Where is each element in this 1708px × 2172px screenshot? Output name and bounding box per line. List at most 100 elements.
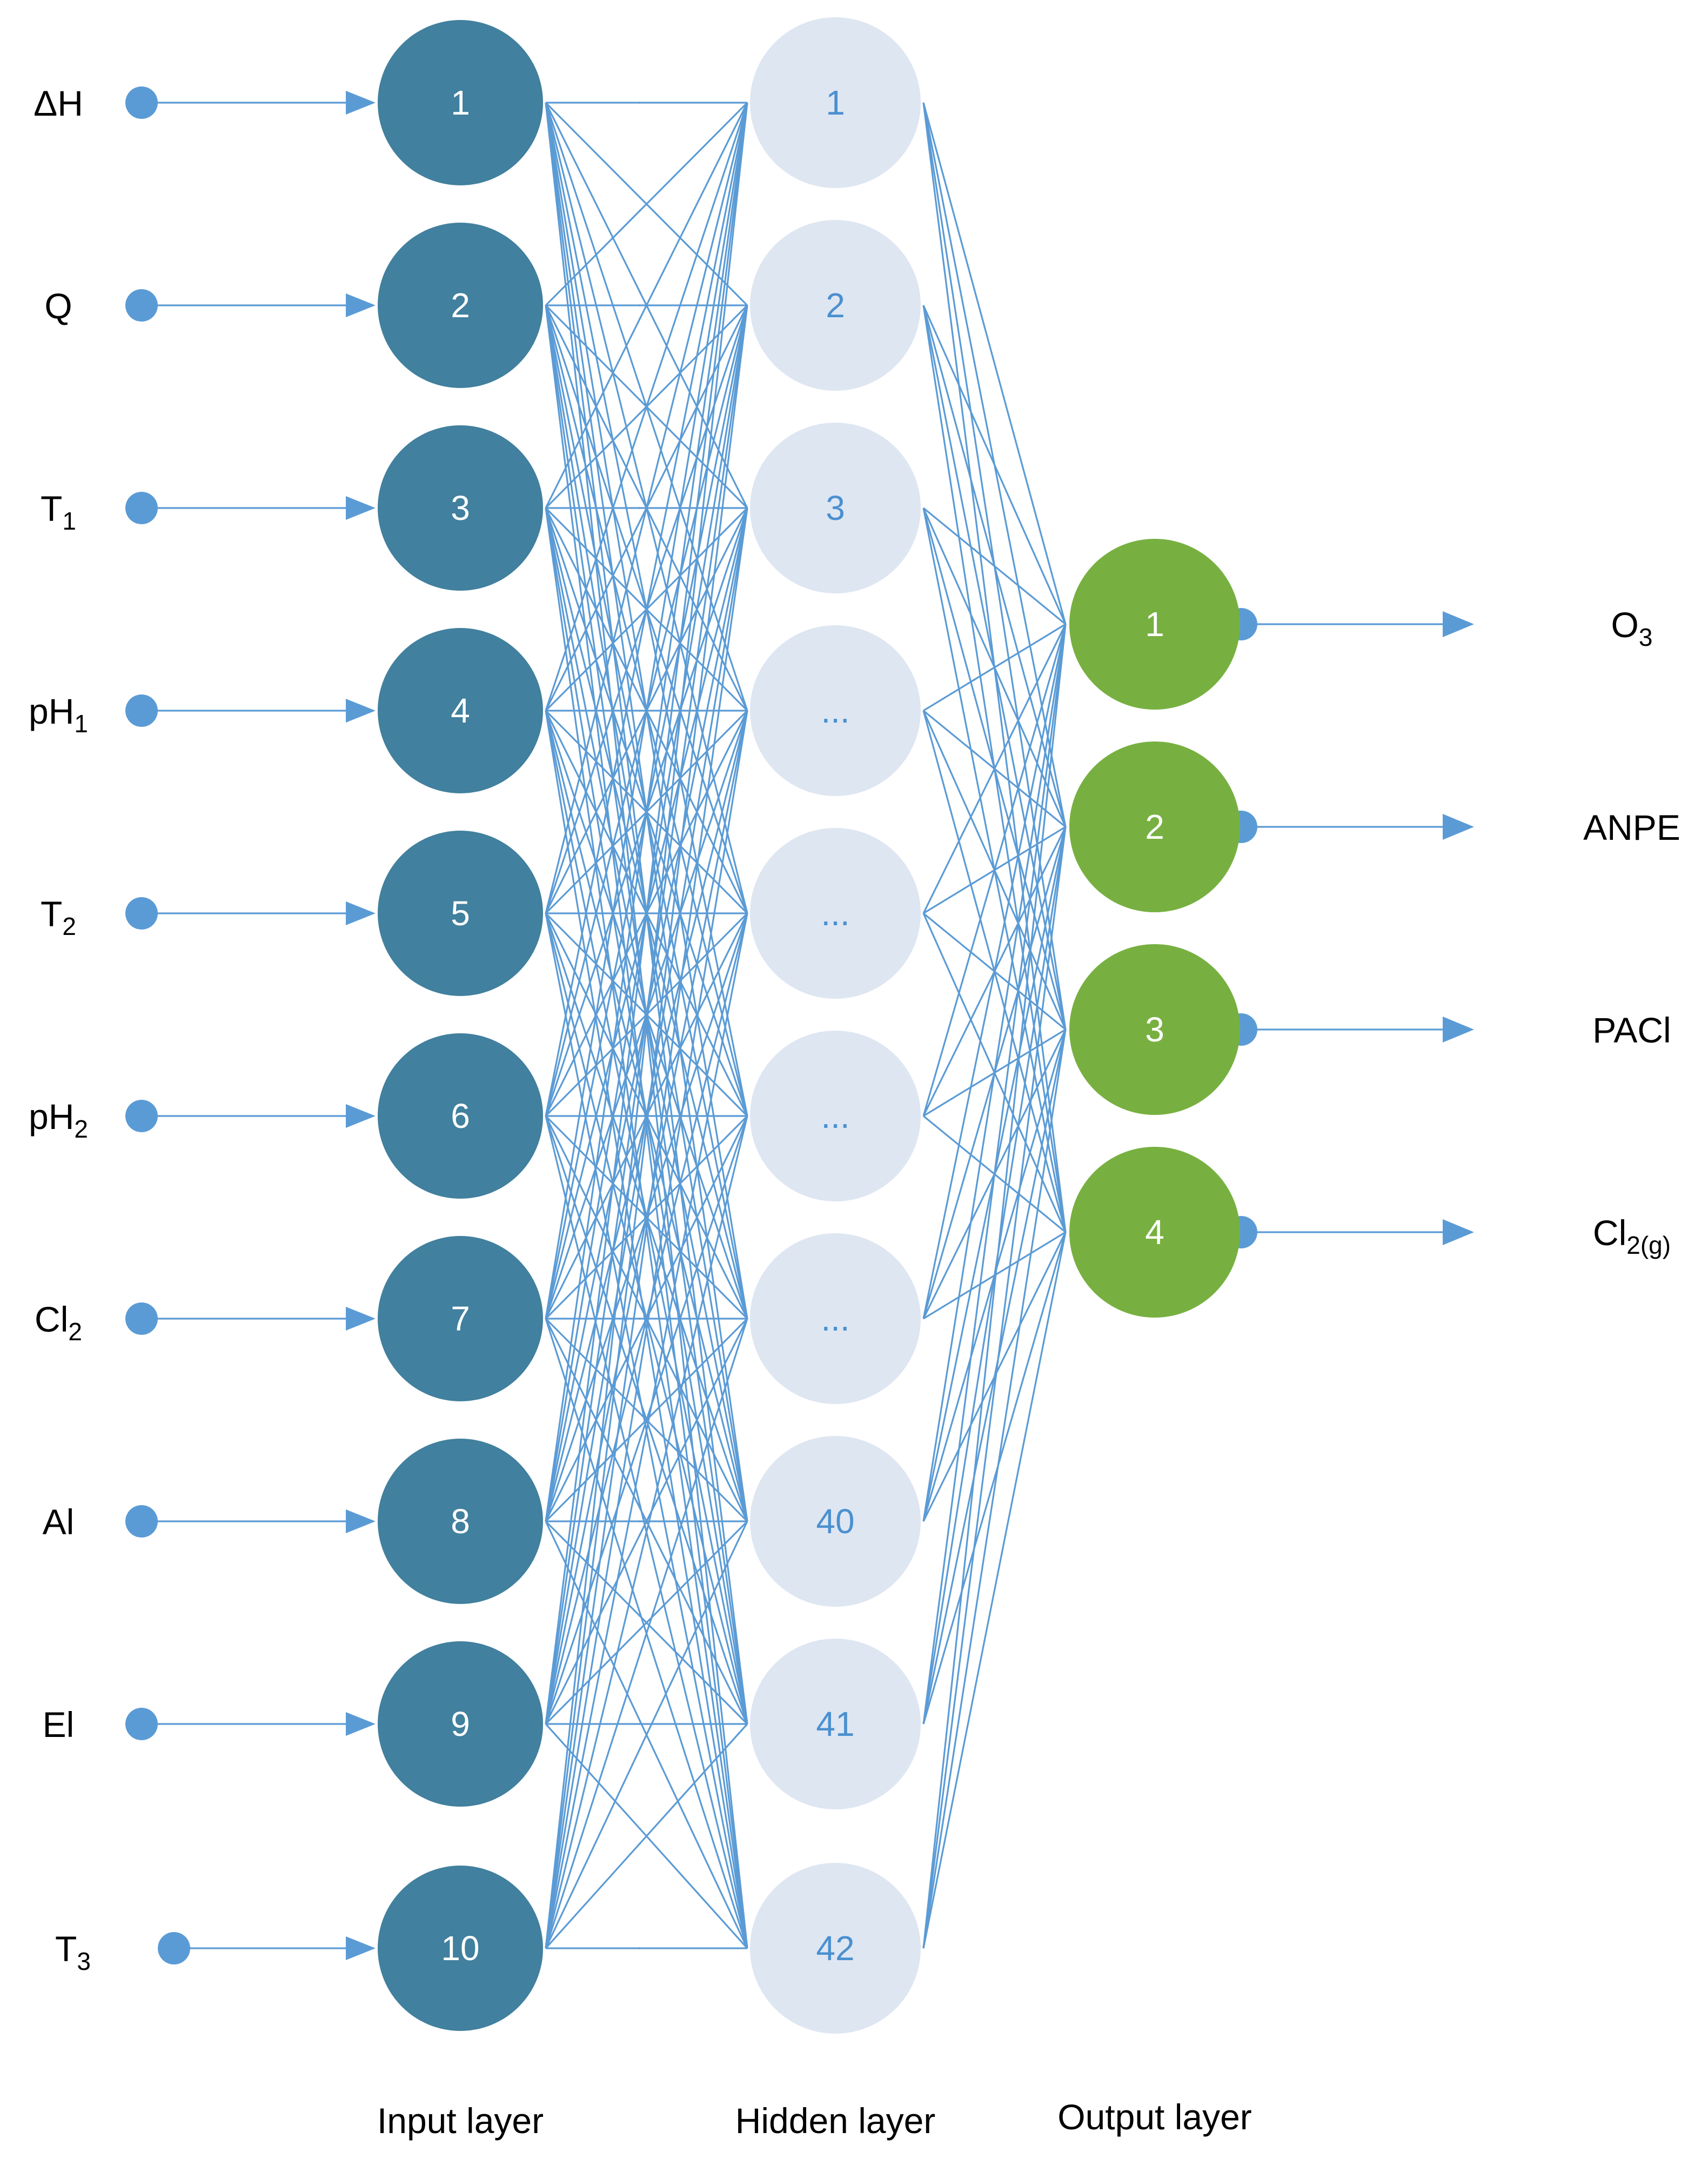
edge-input-5-hidden-7 bbox=[545, 913, 748, 1319]
edge-input-8-hidden-5 bbox=[545, 913, 748, 1522]
edge-input-10-hidden-3 bbox=[545, 507, 748, 1949]
edge-input-4-hidden-2 bbox=[545, 305, 748, 711]
input-arrow-10 bbox=[346, 1936, 376, 1960]
input-node-3 bbox=[378, 425, 543, 591]
edge-hidden-2-output-4 bbox=[922, 305, 1067, 1233]
edge-hidden-4-output-1 bbox=[923, 623, 1066, 712]
input-node-label-6: 6 bbox=[451, 1097, 470, 1135]
input-label-3-main: T bbox=[41, 489, 62, 529]
output-node-2 bbox=[1069, 741, 1240, 912]
edge-input-3-hidden-8 bbox=[545, 507, 748, 1522]
edge-input-1-hidden-5 bbox=[545, 102, 748, 914]
edge-hidden-4-output-2 bbox=[922, 710, 1067, 828]
hidden-layer-label: Hidden layer bbox=[735, 2101, 936, 2141]
output-label-4-subscript: 2(g) bbox=[1626, 1231, 1671, 1259]
input-lines bbox=[125, 86, 376, 1964]
input-node-label-1: 1 bbox=[451, 83, 470, 122]
hidden-node-label-3: 3 bbox=[826, 489, 845, 527]
edge-input-2-hidden-1 bbox=[545, 102, 748, 306]
edge-hidden-8-output-4 bbox=[922, 1232, 1067, 1522]
edge-hidden-7-output-4 bbox=[923, 1231, 1066, 1320]
edge-input-10-hidden-9 bbox=[545, 1723, 748, 1949]
edge-input-10-hidden-1 bbox=[545, 102, 748, 1949]
input-terminal-dot-8 bbox=[125, 1505, 158, 1538]
output-layer-label: Output layer bbox=[1057, 2097, 1252, 2137]
hidden-node-label-1: 1 bbox=[826, 83, 845, 122]
edge-input-5-hidden-2 bbox=[545, 305, 748, 914]
input-label-6-main: pH bbox=[29, 1097, 74, 1137]
edge-hidden-7-output-2 bbox=[922, 826, 1067, 1319]
input-node-label-8: 8 bbox=[451, 1502, 470, 1541]
input-arrow-7 bbox=[346, 1307, 376, 1331]
edge-hidden-3-output-3 bbox=[922, 507, 1067, 1030]
hidden-node-label-10: 42 bbox=[816, 1929, 854, 1968]
output-label-1: O3 bbox=[1611, 605, 1653, 651]
edge-input-1-hidden-2 bbox=[545, 102, 748, 306]
edge-input-6-hidden-10 bbox=[545, 1115, 748, 1949]
output-node-4 bbox=[1069, 1147, 1240, 1318]
input-node-1 bbox=[378, 20, 543, 185]
edge-input-8-hidden-9 bbox=[545, 1520, 748, 1725]
edge-hidden-2-output-1 bbox=[922, 305, 1067, 625]
input-label-4: pH1 bbox=[29, 691, 88, 738]
edge-hidden-1-output-1 bbox=[922, 102, 1067, 625]
input-node-7 bbox=[378, 1236, 543, 1401]
input-node-8 bbox=[378, 1439, 543, 1604]
input-terminal-dot-9 bbox=[125, 1708, 158, 1740]
edge-hidden-3-output-1 bbox=[922, 507, 1067, 625]
edge-input-5-hidden-1 bbox=[545, 102, 748, 914]
edge-hidden-5-output-3 bbox=[922, 912, 1067, 1031]
output-label-3-main: PACl bbox=[1592, 1010, 1671, 1050]
input-label-8-main: Al bbox=[43, 1502, 75, 1542]
input-arrow-3 bbox=[346, 496, 376, 520]
input-node-label-5: 5 bbox=[451, 894, 470, 933]
input-terminal-dot-6 bbox=[125, 1100, 158, 1132]
edge-input-4-hidden-1 bbox=[545, 102, 748, 711]
hidden-node-label-7: ... bbox=[821, 1299, 849, 1338]
edge-hidden-8-output-3 bbox=[922, 1029, 1067, 1522]
hidden-node-8 bbox=[750, 1436, 921, 1607]
edge-input-8-hidden-10 bbox=[545, 1521, 748, 1949]
input-node-10 bbox=[378, 1866, 543, 2031]
edge-hidden-3-output-4 bbox=[922, 507, 1067, 1233]
edge-hidden-10-output-1 bbox=[922, 624, 1067, 1949]
hidden-node-label-6: ... bbox=[821, 1097, 849, 1135]
hidden-node-7 bbox=[750, 1233, 921, 1404]
edge-input-2-hidden-7 bbox=[545, 305, 748, 1319]
edge-input-3-hidden-1 bbox=[545, 102, 748, 509]
input-label-5-subscript: 2 bbox=[62, 912, 76, 940]
input-label-3: T1 bbox=[41, 489, 76, 535]
edge-hidden-1-output-2 bbox=[922, 102, 1067, 827]
edge-hidden-4-output-3 bbox=[922, 710, 1067, 1030]
edge-input-5-hidden-3 bbox=[545, 507, 748, 914]
edge-input-7-hidden-3 bbox=[545, 507, 748, 1319]
edge-input-2-hidden-5 bbox=[545, 305, 748, 914]
edge-input-4-hidden-9 bbox=[545, 710, 748, 1725]
output-node-label-3: 3 bbox=[1145, 1010, 1164, 1049]
input-arrow-1 bbox=[346, 91, 376, 115]
input-label-2: Q bbox=[44, 286, 72, 326]
edge-hidden-1-output-3 bbox=[922, 102, 1067, 1030]
input-label-4-main: pH bbox=[29, 691, 74, 731]
edge-input-10-hidden-2 bbox=[545, 305, 748, 1949]
edge-input-2-hidden-6 bbox=[545, 305, 748, 1117]
input-terminal-dot-1 bbox=[125, 86, 158, 119]
hidden-node-9 bbox=[750, 1639, 921, 1809]
edge-hidden-5-output-1 bbox=[922, 624, 1067, 914]
edge-input-7-hidden-2 bbox=[545, 305, 748, 1319]
edge-hidden-10-output-3 bbox=[922, 1029, 1067, 1949]
input-node-9 bbox=[378, 1641, 543, 1807]
edge-hidden-7-output-1 bbox=[922, 624, 1067, 1319]
connection-lines bbox=[545, 101, 1067, 1950]
output-node-label-2: 2 bbox=[1145, 807, 1164, 846]
edge-input-3-hidden-4 bbox=[545, 507, 748, 712]
edge-input-1-hidden-7 bbox=[545, 102, 748, 1319]
hidden-node-label-8: 40 bbox=[816, 1502, 854, 1541]
edge-input-3-hidden-2 bbox=[545, 304, 748, 509]
hidden-node-label-9: 41 bbox=[816, 1705, 854, 1743]
input-arrow-8 bbox=[346, 1509, 376, 1533]
edge-input-4-hidden-6 bbox=[545, 710, 748, 1117]
edge-input-1-hidden-4 bbox=[545, 102, 748, 711]
